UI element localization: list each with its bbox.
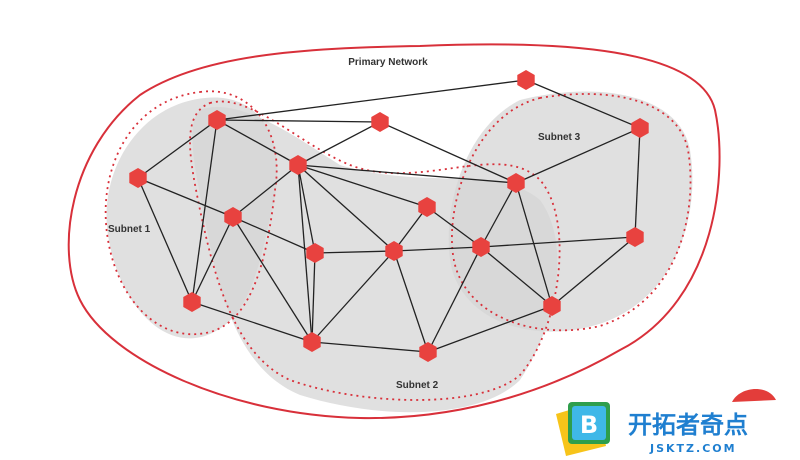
network-node [418, 197, 436, 217]
watermark-domain: JSKTZ.COM [649, 442, 737, 455]
subnet-2-boundary [189, 100, 561, 401]
watermark-logo-letter: B [580, 411, 598, 439]
network-node [371, 112, 389, 132]
watermark-logo: B [556, 402, 610, 456]
edge [525, 79, 641, 129]
network-node [543, 296, 561, 316]
edge [634, 127, 641, 238]
edge [311, 252, 316, 343]
edge [297, 164, 517, 184]
network-node [129, 168, 147, 188]
edge [137, 177, 234, 218]
primary-network-label: Primary Network [348, 57, 428, 68]
edge [216, 119, 299, 166]
network-node [517, 70, 535, 90]
edge [191, 119, 218, 303]
edge [427, 246, 482, 353]
watermark-red-arc [732, 388, 776, 402]
edge [480, 182, 517, 248]
network-node [626, 227, 644, 247]
network-node [289, 155, 307, 175]
network-node [306, 243, 324, 263]
network-node [208, 110, 226, 130]
subnet-2-label: Subnet 2 [396, 380, 439, 391]
edge [232, 216, 313, 343]
watermark: B 开拓者奇点 JSKTZ.COM [556, 388, 776, 456]
network-node [631, 118, 649, 138]
edge [393, 246, 482, 252]
edge [480, 236, 636, 248]
edge [297, 121, 381, 166]
subnet-1-label: Subnet 1 [108, 224, 151, 235]
network-node [507, 173, 525, 193]
edge [297, 164, 395, 252]
network-node [385, 241, 403, 261]
network-node [224, 207, 242, 227]
edge [379, 121, 517, 184]
edge [191, 216, 234, 303]
subnet-3-region [448, 91, 693, 332]
edge [393, 250, 429, 353]
edge [311, 250, 395, 343]
edge [393, 206, 428, 252]
edge [515, 127, 641, 184]
edge [480, 246, 553, 307]
subnet-boundaries [104, 90, 692, 401]
nodes [129, 70, 649, 362]
edge [427, 305, 553, 353]
edge [297, 164, 428, 208]
edge [216, 119, 381, 123]
edge [137, 177, 193, 303]
edge [297, 164, 313, 343]
network-node [303, 332, 321, 352]
primary-network-outline [67, 43, 721, 420]
subnet-3-label: Subnet 3 [538, 132, 581, 143]
network-node [183, 292, 201, 312]
edge [232, 216, 316, 254]
network-node [472, 237, 490, 257]
subnet-1-boundary [104, 90, 278, 336]
network-node [419, 342, 437, 362]
edge [216, 79, 527, 121]
edge [297, 164, 316, 254]
edge [232, 164, 299, 218]
edges [137, 79, 641, 353]
edge [311, 341, 429, 353]
edge [137, 119, 218, 179]
edge [515, 182, 553, 307]
edge [426, 206, 482, 248]
edge [191, 301, 313, 343]
edge [551, 236, 636, 307]
edge [314, 250, 395, 254]
watermark-name: 开拓者奇点 [628, 411, 748, 439]
